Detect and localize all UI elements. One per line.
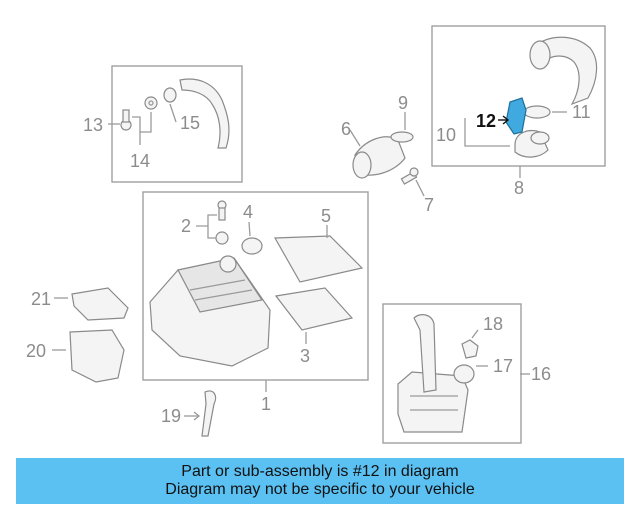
callout-18: 18 <box>483 314 503 334</box>
filter-part-3 <box>274 287 354 331</box>
callout-11: 11 <box>572 102 591 122</box>
callout-9: 9 <box>398 93 408 113</box>
bolt-part-2 <box>215 200 229 245</box>
screw-part-13 <box>120 109 132 131</box>
lid-part-5 <box>273 235 364 283</box>
cover-part-21 <box>71 287 129 321</box>
callout-4: 4 <box>243 202 253 222</box>
resonator-pipe <box>413 314 437 393</box>
banner-line-1: Part or sub-assembly is #12 in diagram <box>181 463 459 480</box>
clip-part-15 <box>163 87 177 103</box>
grommet-part-14 <box>144 96 158 110</box>
nut-part-18 <box>461 339 479 359</box>
callout-12: 12 <box>476 111 496 131</box>
callout-13: 13 <box>83 115 103 135</box>
callout-20: 20 <box>26 341 46 361</box>
breather-hose <box>179 78 230 149</box>
mount-part-17 <box>453 364 475 384</box>
callout-14: 14 <box>130 151 150 171</box>
group-box-1 <box>142 191 369 381</box>
callout-15: 15 <box>180 113 200 133</box>
bracket-part-20 <box>69 329 125 383</box>
callout-17: 17 <box>493 356 513 376</box>
callout-1: 1 <box>261 394 271 414</box>
callout-5: 5 <box>321 206 331 226</box>
sensor-part-12 <box>505 97 527 135</box>
callout-19: 19 <box>161 406 181 426</box>
callout-6: 6 <box>341 119 351 139</box>
callout-3: 3 <box>300 346 310 366</box>
callout-10: 10 <box>436 125 456 145</box>
callout-8: 8 <box>514 178 524 198</box>
callout-7: 7 <box>424 195 434 215</box>
clamp-part-11 <box>523 105 551 119</box>
bolt-part-7 <box>400 167 419 185</box>
drain-hose-part-19 <box>201 390 217 437</box>
resonator-part-16 <box>397 371 469 433</box>
callout-2: 2 <box>181 216 191 236</box>
banner-line-2: Diagram may not be specific to your vehi… <box>165 481 475 498</box>
callout-21: 21 <box>31 289 51 309</box>
callout-16: 16 <box>531 364 551 384</box>
seal-part-4 <box>241 237 263 255</box>
group-box-8 <box>431 25 606 167</box>
info-banner: Part or sub-assembly is #12 in diagram D… <box>16 458 624 504</box>
clamp-part-9 <box>390 131 414 143</box>
